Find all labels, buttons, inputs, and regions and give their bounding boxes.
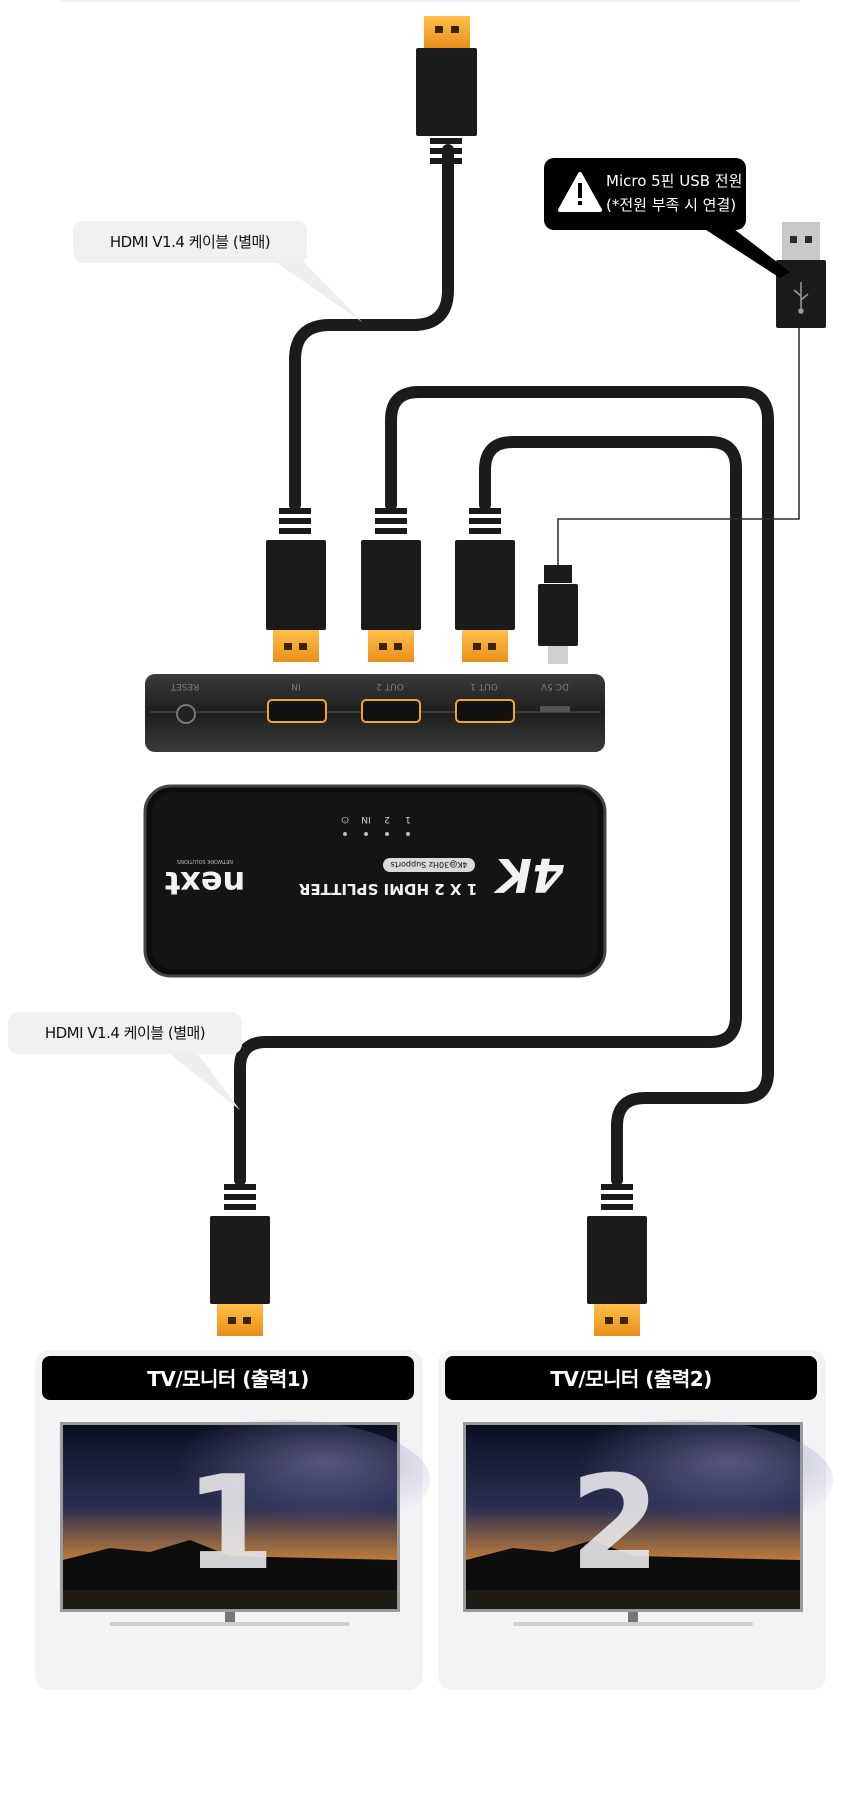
hdmi-connector-top [416,16,477,164]
usb-power-line2: (*전원 부족 시 연결) [606,196,736,214]
port-label-dc: DC 5V [540,681,569,691]
callout-hdmi-cable-bottom: HDMI V1.4 케이블 (별매) [8,1012,242,1110]
callout-text-top: HDMI V1.4 케이블 (별매) [110,233,270,251]
hdmi-connector-out1 [455,508,515,662]
supports-badge [383,858,475,872]
tv-screen-2: 2 [463,1420,833,1612]
input-cable [289,144,454,511]
warning-icon [558,172,602,212]
hdmi-connector-out2 [361,508,421,662]
splitter-top-view: ⏻ IN 2 1 4K 4K@30Hz Supports 1 X 2 HDMI … [143,784,607,978]
tv-screen-1: 1 [60,1420,430,1612]
port-label-reset: RESET [170,681,199,691]
brand-logo: next [165,864,245,902]
brand-sub: NETWORK SOLUTIONS [177,858,233,864]
usb-a-connector [776,222,826,328]
device-4k-mark: 4K [493,848,565,902]
led-label-in: IN [361,814,370,824]
out1-cable [234,436,742,1186]
tv-title-1: TV/모니터 (출력1) [147,1367,309,1391]
callout-usb-power: Micro 5핀 USB 전원 (*전원 부족 시 연결) [544,158,790,278]
hdmi-connector-bottom-right [587,1184,647,1336]
splitter-port-panel: RESET IN OUT 2 OUT 1 DC 5V [145,674,605,752]
tv-number-2: 2 [570,1447,660,1599]
tv-panel-1: TV/모니터 (출력1) 1 [35,1350,430,1690]
led-label-power: ⏻ [341,814,348,825]
callout-hdmi-cable-top: HDMI V1.4 케이블 (별매) [73,221,362,322]
out2-cable [385,386,774,1186]
led-indicators: ⏻ IN 2 1 [341,814,411,836]
supports-badge-text: 4K@30Hz Supports [390,860,467,869]
led-label-1: 1 [405,814,411,824]
micro-usb-connector [538,565,578,664]
reset-button [176,704,196,724]
port-label-in: IN [291,681,300,691]
dc-port [540,706,570,712]
tv-title-2: TV/모니터 (출력2) [550,1367,712,1391]
tv-stand-2 [513,1622,753,1626]
hdmi-connector-in [266,508,326,662]
product-name: 1 X 2 HDMI SPLITTER [298,880,477,898]
hdmi-connector-bottom-left [210,1184,270,1336]
hdmi-port-out1 [455,699,515,723]
hdmi-port-out2 [361,699,421,723]
usb-icon [793,282,809,314]
usb-power-line1: Micro 5핀 USB 전원 [606,172,742,190]
led-label-2: 2 [384,814,390,824]
tv-stand-1 [110,1622,350,1626]
hdmi-port-in [267,699,327,723]
port-label-out1: OUT 1 [470,681,498,691]
usb-wire [557,325,800,565]
tv-panel-2: TV/모니터 (출력2) 2 [438,1350,833,1690]
port-label-out2: OUT 2 [376,681,404,691]
callout-text-bottom: HDMI V1.4 케이블 (별매) [45,1024,205,1042]
cables [234,144,774,1186]
tv-number-1: 1 [185,1447,275,1599]
